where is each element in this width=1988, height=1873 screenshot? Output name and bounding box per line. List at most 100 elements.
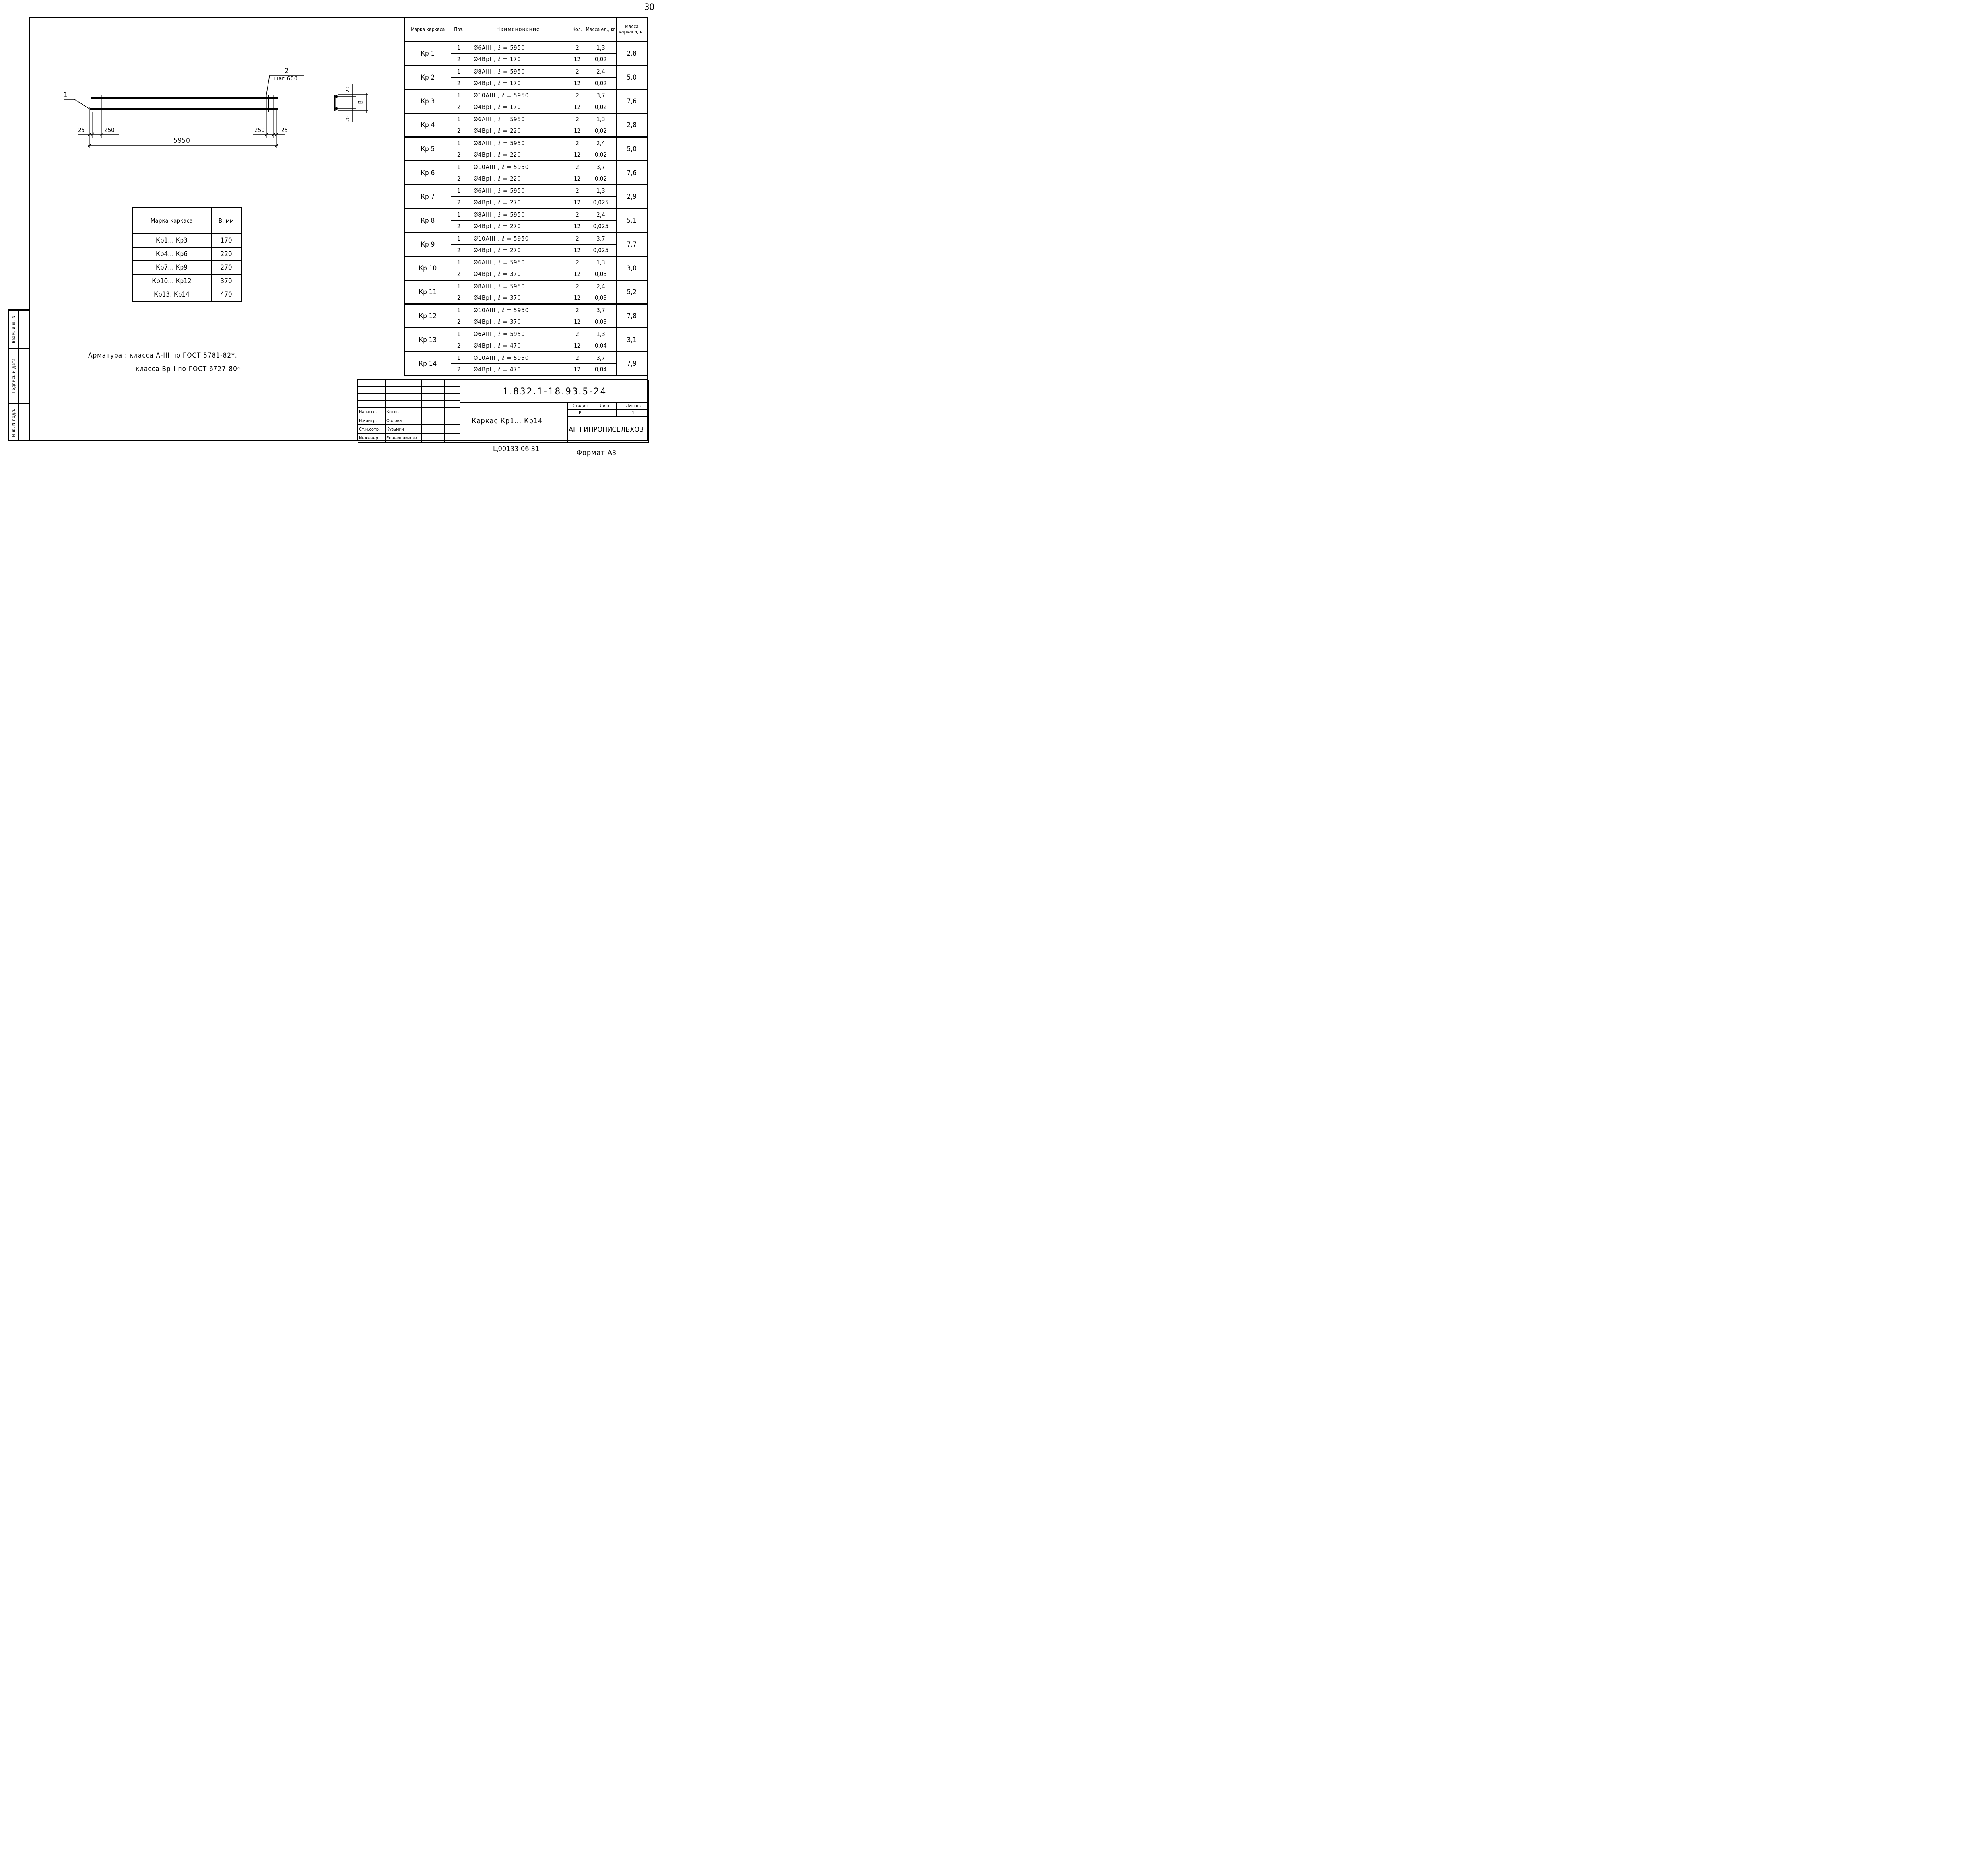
spec-header-qty: Кол. (569, 17, 586, 42)
spec-pos: 2 (450, 268, 467, 280)
b-table-header-mark: Марка каркаса (132, 207, 212, 234)
spec-pos: 2 (450, 363, 467, 376)
spec-qty: 2 (569, 89, 586, 101)
spec-name: Ø4ВрI , ℓ = 370 (466, 268, 570, 280)
spec-name: Ø4ВрI , ℓ = 470 (466, 340, 570, 352)
spec-row: 2 Ø4ВрI , ℓ = 220 12 0,02 (404, 149, 648, 161)
side-stamp-row: Подпись и дата (9, 349, 29, 404)
side-stamp: Взам. инв. N Подпись и дата Инв. N подл. (8, 309, 29, 441)
side-stamp-row: Инв. N подл. (9, 404, 29, 441)
spec-row: 2 Ø4ВрI , ℓ = 220 12 0,02 (404, 125, 648, 137)
spec-name: Ø6АIII , ℓ = 5950 (466, 256, 570, 268)
title-block-cell (422, 394, 445, 401)
title-block-cell (422, 400, 445, 408)
spec-unit-mass: 0,02 (585, 173, 617, 185)
spec-qty: 12 (569, 149, 586, 161)
spec-name: Ø8АIII , ℓ = 5950 (466, 136, 570, 149)
spec-unit-mass: 0,02 (585, 101, 617, 113)
spec-unit-mass: 2,4 (585, 136, 617, 149)
spec-name: Ø4ВрI , ℓ = 170 (466, 77, 570, 89)
title-block-cell (445, 425, 460, 434)
b-table-row: Кр1... Кр3 170 (132, 233, 242, 248)
spec-qty: 12 (569, 101, 586, 113)
spec-row: 2 Ø4ВрI , ℓ = 370 12 0,03 (404, 316, 648, 328)
spec-pos: 2 (450, 220, 467, 233)
spec-unit-mass: 3,7 (585, 351, 617, 364)
signature (422, 408, 445, 416)
title-block-cell (386, 394, 422, 401)
title-block-cell (386, 400, 422, 408)
spec-pos: 1 (450, 184, 467, 197)
spec-name: Ø8АIII , ℓ = 5950 (466, 65, 570, 78)
title-block-cell (445, 400, 460, 408)
spec-qty: 12 (569, 173, 586, 185)
sheet-label: Лист (592, 403, 617, 410)
spec-name: Ø4ВрI , ℓ = 170 (466, 101, 570, 113)
spec-pos: 2 (450, 340, 467, 352)
spec-total-mass: 7,7 (616, 232, 648, 256)
spec-qty: 2 (569, 113, 586, 125)
spec-pos: 1 (450, 41, 467, 54)
b-table-row: Кр7... Кр9 270 (132, 260, 242, 275)
signer-role: Н.контр. (358, 416, 386, 425)
spec-unit-mass: 0,03 (585, 292, 617, 304)
spec-name: Ø6АIII , ℓ = 5950 (466, 113, 570, 125)
b-table-row: Кр4... Кр6 220 (132, 247, 242, 261)
spec-pos: 2 (450, 101, 467, 113)
title-block-cell (445, 394, 460, 401)
sheets-value: 1 (617, 410, 649, 417)
position-2-label: 2 (285, 67, 289, 75)
dim-section-top: 20 (345, 87, 351, 93)
spec-qty: 2 (569, 303, 586, 316)
spec-qty: 12 (569, 220, 586, 233)
spec-name: Ø10АIII , ℓ = 5950 (466, 160, 570, 173)
spec-qty: 12 (569, 77, 586, 89)
spec-unit-mass: 0,03 (585, 268, 617, 280)
b-table-mark: Кр7... Кр9 (132, 260, 212, 275)
signature (422, 416, 445, 425)
spec-qty: 2 (569, 160, 586, 173)
spec-pos: 2 (450, 244, 467, 256)
signer-role: Инженер (358, 434, 386, 443)
paper-format: Формат А3 (577, 449, 617, 457)
spec-name: Ø4ВрI , ℓ = 220 (466, 125, 570, 137)
spec-unit-mass: 1,3 (585, 41, 617, 54)
spec-unit-mass: 0,02 (585, 53, 617, 66)
spec-unit-mass: 3,7 (585, 89, 617, 101)
spec-row: 2 Ø4ВрI , ℓ = 470 12 0,04 (404, 363, 648, 376)
spec-name: Ø4ВрI , ℓ = 220 (466, 173, 570, 185)
leader-2 (265, 75, 304, 100)
spec-name: Ø10АIII , ℓ = 5950 (466, 232, 570, 245)
spec-qty: 12 (569, 244, 586, 256)
spec-unit-mass: 0,025 (585, 196, 617, 209)
spec-pos: 1 (450, 89, 467, 101)
spec-name: Ø8АIII , ℓ = 5950 (466, 280, 570, 292)
spec-name: Ø6АIII , ℓ = 5950 (466, 327, 570, 340)
spec-total-mass: 2,9 (616, 184, 648, 209)
reinforcement-note-line2: класса Вр-I по ГОСТ 6727-80* (136, 365, 241, 373)
spec-name: Ø10АIII , ℓ = 5950 (466, 89, 570, 101)
spec-total-mass: 7,6 (616, 89, 648, 113)
sheets-label: Листов (617, 403, 649, 410)
side-stamp-row: Взам. инв. N (9, 311, 29, 349)
title-block-cell (422, 380, 445, 387)
spec-mark: Кр 8 (404, 208, 451, 233)
spec-name: Ø10АIII , ℓ = 5950 (466, 303, 570, 316)
b-table-mark: Кр13, Кр14 (132, 288, 212, 302)
spec-pos: 1 (450, 280, 467, 292)
page-number: 30 (644, 2, 654, 12)
spec-pos: 1 (450, 303, 467, 316)
organization: АП ГИПРОНИСЕЛЬХОЗ (568, 417, 649, 443)
dim-right-inner: 250 (254, 126, 265, 134)
spec-unit-mass: 0,03 (585, 316, 617, 328)
spec-pos: 1 (450, 113, 467, 125)
spec-name: Ø4ВрI , ℓ = 370 (466, 316, 570, 328)
